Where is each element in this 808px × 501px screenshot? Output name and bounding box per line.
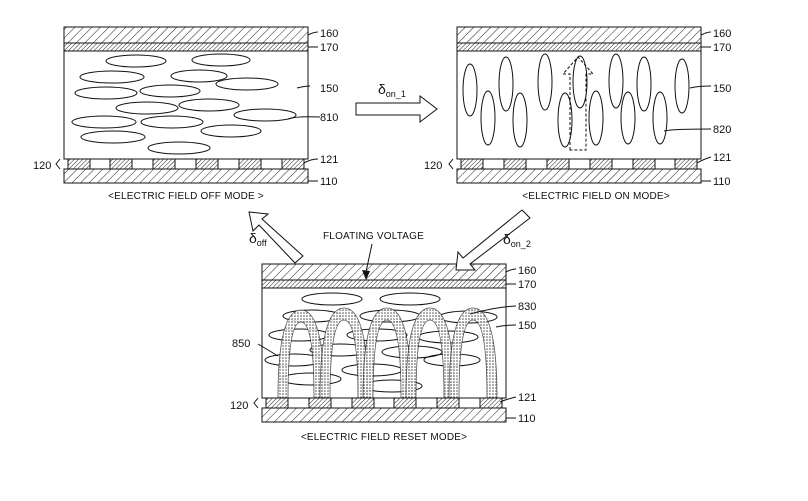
top-plate-160 — [64, 27, 308, 43]
ref-110: 110 — [713, 176, 731, 188]
ref-120: 120 — [33, 160, 51, 172]
label-delta-on1: δon_1 — [378, 81, 406, 99]
ref-820: 820 — [713, 124, 731, 136]
lc-cell-150 — [457, 51, 701, 159]
label-delta-on2: δon_2 — [503, 231, 531, 249]
top-plate-160 — [457, 27, 701, 43]
top-layer-170 — [262, 280, 506, 288]
arrow-off-to-on — [356, 96, 437, 122]
label-delta-off: δoff — [249, 230, 267, 248]
top-layer-170 — [457, 43, 701, 51]
electrodes-121 — [266, 398, 502, 408]
ref-110: 110 — [518, 413, 536, 425]
ref-150: 150 — [713, 83, 731, 95]
ref-170: 170 — [518, 279, 536, 291]
delta-on2-subscript: on_2 — [511, 239, 531, 249]
ref-170: 170 — [713, 42, 731, 54]
delta-off-subscript: off — [257, 238, 267, 248]
ref-121: 121 — [320, 154, 338, 166]
ref-830: 830 — [518, 301, 536, 313]
electrodes-121 — [68, 159, 304, 169]
ref-110: 110 — [320, 176, 338, 188]
top-layer-170 — [64, 43, 308, 51]
substrate-110 — [457, 169, 701, 183]
delta-on2-symbol: δ — [503, 231, 511, 247]
delta-on1-subscript: on_1 — [386, 89, 406, 99]
ref-120: 120 — [424, 160, 442, 172]
panel-off-mode: 160 170 150 810 121 110 120 <ELECTRIC FI… — [33, 27, 338, 202]
panel-reset-mode: 160 170 830 150 121 110 850 120 <ELECTRI… — [230, 264, 536, 443]
ref-170: 170 — [320, 42, 338, 54]
caption-on-mode: <ELECTRIC FIELD ON MODE> — [522, 191, 670, 202]
delta-on1-symbol: δ — [378, 81, 386, 97]
ref-120: 120 — [230, 400, 248, 412]
brace-120 — [449, 159, 453, 169]
brace-120 — [56, 159, 60, 169]
substrate-110 — [64, 169, 308, 183]
brace-120 — [254, 398, 258, 408]
caption-off-mode: <ELECTRIC FIELD OFF MODE > — [108, 191, 264, 202]
electrodes-121 — [461, 159, 697, 169]
ref-850: 850 — [232, 338, 250, 350]
ref-121: 121 — [518, 392, 536, 404]
ref-121: 121 — [713, 152, 731, 164]
panel-on-mode: 160 170 150 820 121 110 120 <ELECTRIC FI… — [424, 27, 731, 202]
ref-160: 160 — [320, 28, 338, 40]
ref-160: 160 — [518, 265, 536, 277]
caption-reset-mode: <ELECTRIC FIELD RESET MODE> — [301, 432, 467, 443]
ref-810: 810 — [320, 112, 338, 124]
lc-cell-150 — [262, 288, 506, 398]
ref-160: 160 — [713, 28, 731, 40]
delta-off-symbol: δ — [249, 230, 257, 246]
ref-150: 150 — [518, 320, 536, 332]
ref-150: 150 — [320, 83, 338, 95]
floating-voltage-label: FLOATING VOLTAGE — [323, 231, 424, 242]
substrate-110 — [262, 408, 506, 422]
